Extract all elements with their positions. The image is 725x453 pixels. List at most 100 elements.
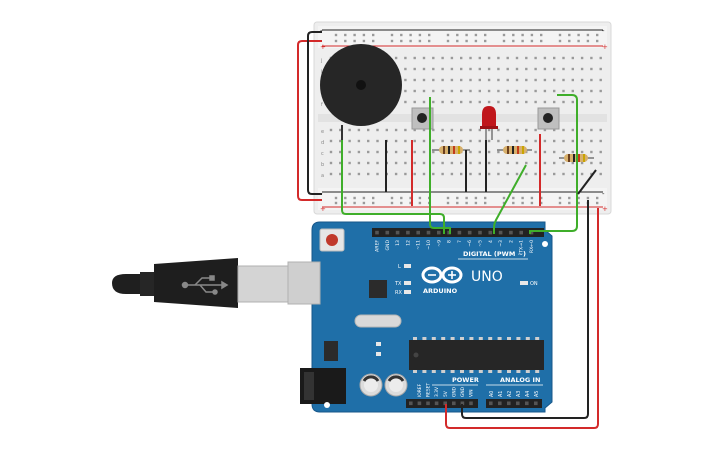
rail-hole (390, 39, 394, 43)
breadboard-hole (413, 128, 416, 132)
breadboard-hole (394, 172, 398, 176)
rail-hole (428, 33, 431, 37)
breadboard-hole (441, 100, 444, 104)
resistor[interactable] (497, 146, 532, 154)
breadboard-hole (543, 128, 547, 132)
power-pin-label: RESET (426, 383, 432, 397)
chip-pin (431, 337, 436, 340)
wire-green-button-right[interactable] (529, 94, 578, 234)
rail-hole (362, 39, 366, 43)
breadboard-hole (590, 128, 593, 132)
analog-pin-label: A4 (525, 391, 531, 397)
usb-port (287, 261, 321, 305)
digital-pin-label: 2 (508, 240, 514, 243)
wire-red-5v[interactable] (445, 208, 599, 429)
breadboard-hole (460, 78, 463, 82)
breadboard-hole (469, 89, 472, 93)
breadboard-hole (580, 67, 584, 71)
row-letters-bottom: e d c b a (321, 129, 324, 179)
wire-green-buzzer[interactable] (341, 140, 445, 234)
jumper-black-diagonal[interactable] (577, 169, 597, 195)
usb-plug-connector (237, 265, 289, 303)
breadboard-hole (413, 67, 416, 71)
breadboard-hole (348, 139, 351, 143)
breadboard-hole (413, 161, 416, 165)
push-button-left[interactable] (411, 107, 434, 130)
breadboard-hole (394, 150, 398, 154)
row-letter: d (321, 140, 324, 146)
wire-black-gnd[interactable] (461, 200, 589, 419)
breadboard-hole (348, 128, 351, 132)
rail-hole (502, 39, 506, 43)
breadboard-hole (367, 161, 370, 165)
breadboard-hole (590, 139, 593, 143)
breadboard-hole (553, 100, 556, 104)
breadboard-hole (376, 161, 379, 165)
rail-hole (568, 33, 571, 37)
row-letter: f (321, 102, 323, 108)
breadboard-hole (506, 78, 509, 82)
breadboard-hole (329, 139, 333, 143)
breadboard-hole (553, 56, 556, 60)
board-model-label: UNO (471, 269, 503, 285)
rail-hole (474, 39, 478, 43)
rail-hole (418, 33, 422, 37)
rail-hole (465, 39, 468, 43)
rail-hole (372, 196, 375, 200)
header-pin (525, 401, 529, 406)
breadboard-hole (487, 172, 491, 176)
wire-green-button-left[interactable] (429, 97, 451, 234)
chip-pin (422, 337, 427, 340)
red-led[interactable] (480, 106, 498, 140)
rail-hole (558, 201, 562, 205)
header-pin (467, 230, 472, 235)
reset-button-cap[interactable] (326, 234, 338, 246)
breadboard-hole (571, 150, 574, 154)
breadboard-hole (562, 139, 565, 143)
resistor[interactable] (432, 146, 470, 154)
breadboard-hole (525, 172, 528, 176)
breadboard-hole (487, 100, 491, 104)
rail-hole (484, 33, 487, 37)
wire-black-rail-bridge[interactable] (307, 31, 322, 195)
breadboard-hole (553, 161, 556, 165)
header-pin (529, 230, 534, 235)
header-pin (488, 230, 493, 235)
breadboard-hole (404, 100, 407, 104)
wire-red-rail-bridge[interactable] (297, 40, 322, 201)
breadboard-hole (497, 172, 500, 176)
breadboard-hole (580, 78, 584, 82)
rail-hole (521, 196, 524, 200)
breadboard-hole (441, 172, 444, 176)
rail-hole (558, 33, 562, 37)
breadboard-hole (357, 161, 361, 165)
header-pin (417, 401, 422, 406)
breadboard-hole (487, 67, 491, 71)
row-letter: a (321, 173, 324, 179)
rail-label-minus-bottom-right: - (602, 190, 605, 198)
rail-hole (334, 33, 338, 37)
rail-hole (512, 196, 515, 200)
piezo-buzzer[interactable] (320, 44, 402, 140)
rail-hole (418, 39, 422, 43)
breadboard-hole (478, 172, 481, 176)
breadboard-hole (432, 172, 435, 176)
breadboard-hole (543, 161, 547, 165)
breadboard-hole (422, 100, 426, 104)
rail-hole (530, 39, 534, 43)
chip-pin (469, 370, 474, 373)
push-button-right[interactable] (537, 107, 560, 130)
wire-green-led[interactable] (493, 164, 527, 234)
breadboard-hole (515, 100, 519, 104)
breadboard-hole (562, 78, 565, 82)
usb-cable-end (112, 274, 142, 294)
rail-hole (465, 33, 468, 37)
breadboard-hole (339, 139, 342, 143)
capacitor (384, 373, 408, 397)
rail-hole (362, 33, 366, 37)
rail-hole (409, 201, 412, 205)
rail-hole (390, 201, 394, 205)
breadboard-hole (497, 150, 500, 154)
breadboard-hole (441, 78, 444, 82)
